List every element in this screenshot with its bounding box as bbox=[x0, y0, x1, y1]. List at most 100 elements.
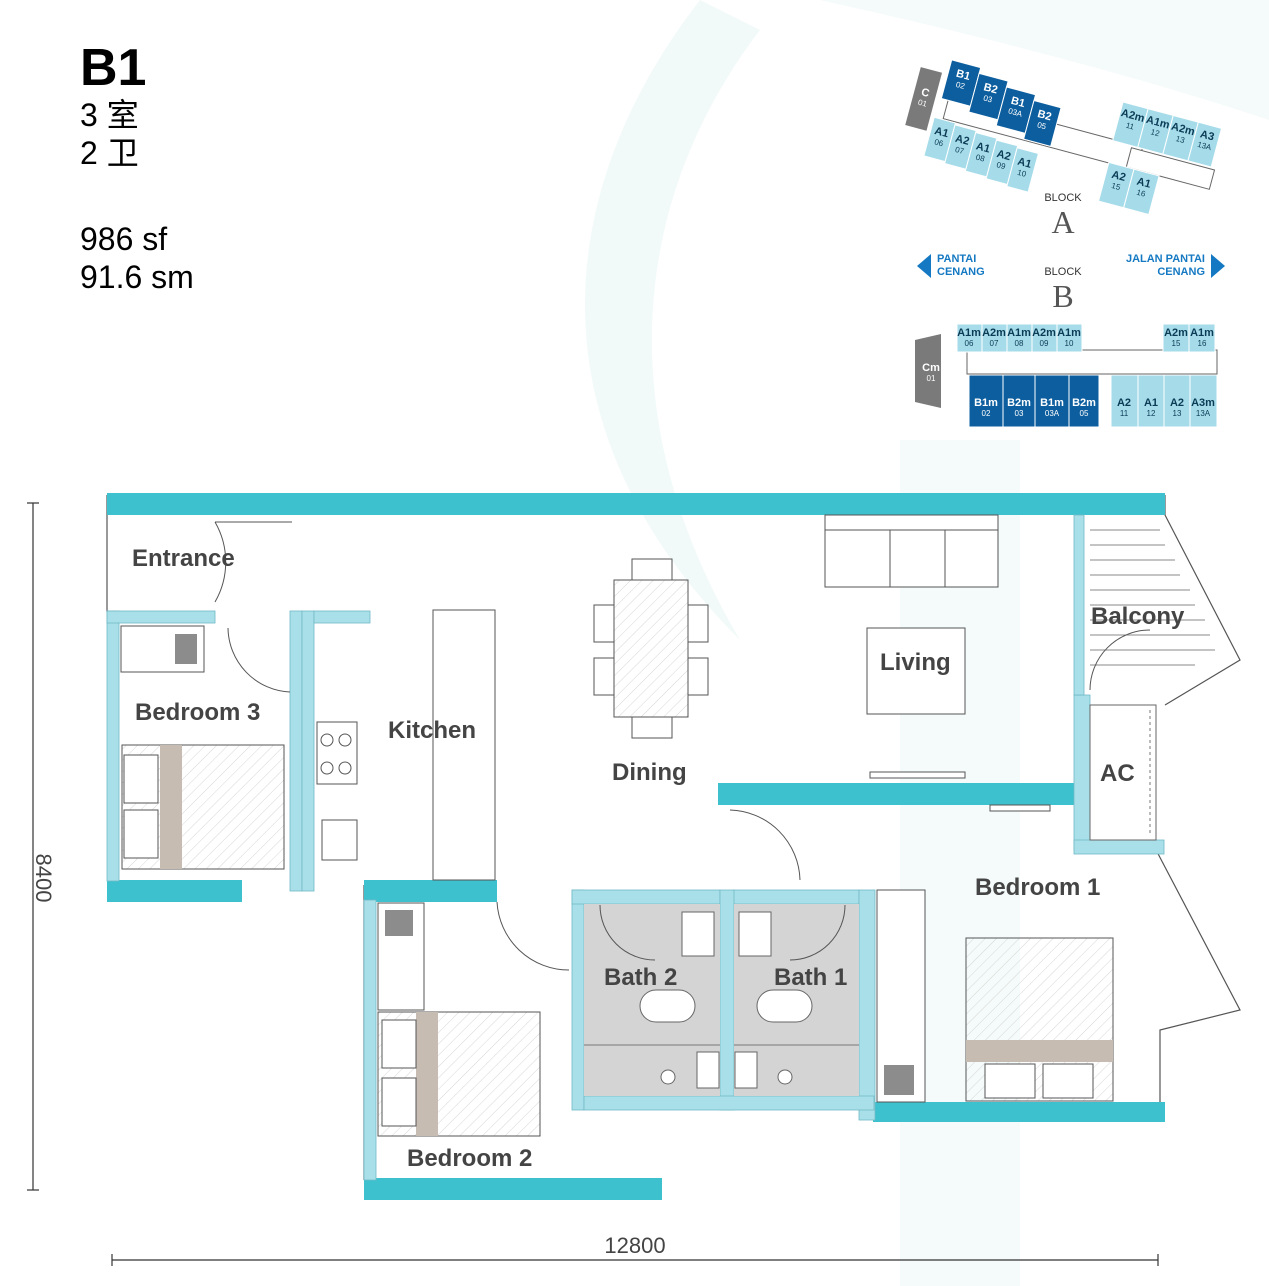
key-plan-unit-label: A1 bbox=[975, 140, 992, 155]
key-plan-unit-label: Cm bbox=[922, 362, 940, 374]
key-plan-unit-number: 01 bbox=[927, 374, 936, 383]
key-plan-unit-label: A1m bbox=[957, 327, 981, 339]
room-label-living: Living bbox=[880, 649, 951, 676]
key-plan-unit: A1m 06 bbox=[956, 323, 983, 353]
key-plan-unit: A3 13A bbox=[1187, 121, 1223, 168]
room-label-bedroom-3: Bedroom 3 bbox=[135, 699, 260, 726]
key-plan-unit: A1 10 bbox=[1006, 147, 1040, 193]
key-plan-unit-label: A1 bbox=[933, 125, 950, 140]
key-plan-unit-number: 01 bbox=[917, 98, 928, 109]
key-plan-unit-label: A2m bbox=[1164, 327, 1188, 339]
key-plan-unit-number: 03A bbox=[1007, 106, 1024, 119]
arrow-left-icon bbox=[917, 254, 931, 278]
key-plan-unit-label: A1m bbox=[1007, 327, 1031, 339]
key-plan-unit: B1 02 bbox=[940, 59, 982, 107]
key-plan-unit: B1 03A bbox=[995, 86, 1037, 134]
key-plan-unit: A1 12 bbox=[1137, 374, 1165, 428]
key-plan-unit-label: B1 bbox=[1010, 95, 1027, 110]
key-plan-unit-number: 09 bbox=[1040, 339, 1049, 348]
key-plan-block-a-wing: A2m 11 A1m 12 A2m 13 A3 13A A2 15 A1 16 bbox=[1097, 101, 1223, 216]
key-plan-unit-label: B2m bbox=[1072, 397, 1096, 409]
furniture bbox=[120, 514, 1114, 1137]
key-plan-unit-label: B1m bbox=[974, 397, 998, 409]
key-plan-unit-label: A2 bbox=[1170, 397, 1184, 409]
room-label-kitchen: Kitchen bbox=[388, 717, 476, 744]
key-plan-unit-label: A1 bbox=[1016, 156, 1033, 171]
key-plan-unit: A2 13 bbox=[1163, 374, 1191, 428]
room-label-bath-1: Bath 1 bbox=[774, 964, 847, 991]
direction-right-line1: JALAN PANTAI bbox=[1126, 253, 1205, 265]
unit-type-title: B1 bbox=[80, 39, 147, 97]
block-a-letter: A bbox=[1051, 204, 1074, 240]
key-plan-unit-label: B1 bbox=[955, 68, 972, 83]
key-plan-unit-number: 09 bbox=[996, 160, 1007, 171]
room-labels: Entrance Bedroom 3 Kitchen Dining Living… bbox=[132, 545, 1185, 1172]
key-plan-unit-number: 08 bbox=[975, 153, 986, 164]
doors bbox=[214, 521, 1151, 971]
key-plan-unit: A2m 07 bbox=[981, 323, 1008, 353]
key-plan-unit-number: 03 bbox=[1015, 409, 1024, 418]
bathrooms bbox=[584, 904, 859, 1096]
key-plan-unit: A1m 08 bbox=[1006, 323, 1033, 353]
unit-info: B1 3 室 2 卫 986 sf 91.6 sm bbox=[80, 40, 194, 296]
key-plan-unit-number: 13 bbox=[1173, 409, 1182, 418]
key-plan-unit-number: 15 bbox=[1110, 181, 1121, 192]
key-plan-unit: A1 16 bbox=[1123, 168, 1160, 216]
key-plan-unit-number: 06 bbox=[965, 339, 974, 348]
key-plan-unit-label: A2 bbox=[954, 133, 971, 148]
key-plan-unit bbox=[915, 334, 941, 408]
key-plan-unit-number: 11 bbox=[1120, 409, 1129, 418]
dimension-width: 12800 bbox=[111, 1233, 1159, 1266]
bathroom-count: 2 卫 bbox=[80, 135, 139, 171]
room-label-balcony: Balcony bbox=[1091, 603, 1185, 630]
room-label-entrance: Entrance bbox=[132, 545, 235, 572]
room-label-ac: AC bbox=[1100, 760, 1135, 787]
direction-right-line2: CENANG bbox=[1157, 266, 1205, 278]
key-plan-unit-number: 02 bbox=[982, 409, 991, 418]
key-plan-unit-number: 03 bbox=[982, 94, 993, 105]
key-plan-unit: A1 06 bbox=[923, 116, 957, 163]
key-plan-unit-number: 13A bbox=[1196, 140, 1213, 153]
key-plan-unit: A2m 11 bbox=[1112, 101, 1149, 148]
key-plan-unit-number: 15 bbox=[1172, 339, 1181, 348]
key-plan-unit-label: A2 bbox=[1110, 169, 1127, 184]
area-square-meters: 91.6 sm bbox=[80, 259, 194, 295]
key-plan-unit-number: 16 bbox=[1198, 339, 1207, 348]
key-plan-unit-number: 07 bbox=[954, 145, 965, 156]
key-plan-unit-label: A2 bbox=[995, 148, 1012, 163]
block-b-letter: B bbox=[1052, 278, 1073, 314]
key-plan: C 01 B1 02 B2 03 B1 03A B2 05 A1 06 A2 0… bbox=[905, 59, 1225, 428]
balcony-railing bbox=[1090, 529, 1215, 666]
key-plan-unit-label: A1m bbox=[1057, 327, 1081, 339]
exterior-walls bbox=[107, 493, 1165, 1200]
dimension-depth: 8400 bbox=[27, 502, 56, 1191]
dimension-width-label: 12800 bbox=[604, 1233, 665, 1258]
key-plan-unit: B2 05 bbox=[1023, 99, 1062, 148]
key-plan-unit-number: 16 bbox=[1136, 188, 1147, 199]
key-plan-unit-label: A1 bbox=[1135, 176, 1152, 191]
key-plan-unit-number: 10 bbox=[1065, 339, 1074, 348]
room-label-dining: Dining bbox=[612, 759, 687, 786]
key-plan-unit: A1m 16 bbox=[1188, 323, 1216, 353]
key-plan-unit-number: 06 bbox=[933, 137, 944, 148]
key-plan-unit-label: B2 bbox=[982, 81, 999, 96]
key-plan-unit-number: 12 bbox=[1147, 409, 1156, 418]
key-plan-block-a: C 01 B1 02 B2 03 B1 03A B2 05 A1 06 A2 0… bbox=[905, 59, 1144, 193]
key-plan-unit: A1 08 bbox=[964, 131, 998, 178]
key-plan-unit-number: 05 bbox=[1080, 409, 1089, 418]
room-label-bath-2: Bath 2 bbox=[604, 964, 677, 991]
direction-left-line1: PANTAI bbox=[937, 253, 976, 265]
key-plan-unit-label: A1 bbox=[1144, 397, 1158, 409]
key-plan-unit: A3m 13A bbox=[1189, 374, 1218, 428]
key-plan-unit-label: B2 bbox=[1036, 108, 1053, 123]
key-plan-block-b: Cm 01 A1m 06 A2m 07 A1m 08 A2m 09 A1m 10… bbox=[915, 323, 1218, 428]
key-plan-unit bbox=[905, 67, 943, 131]
key-plan-unit: A2m 09 bbox=[1031, 323, 1058, 353]
key-plan-unit-label: A2m bbox=[982, 327, 1006, 339]
key-plan-unit: A1m 10 bbox=[1056, 323, 1083, 353]
block-a-caption: BLOCK bbox=[1044, 192, 1082, 204]
key-plan-unit-label: B2m bbox=[1007, 397, 1031, 409]
key-plan-unit: A2m 13 bbox=[1162, 114, 1199, 162]
key-plan-unit-number: 13 bbox=[1175, 134, 1186, 145]
